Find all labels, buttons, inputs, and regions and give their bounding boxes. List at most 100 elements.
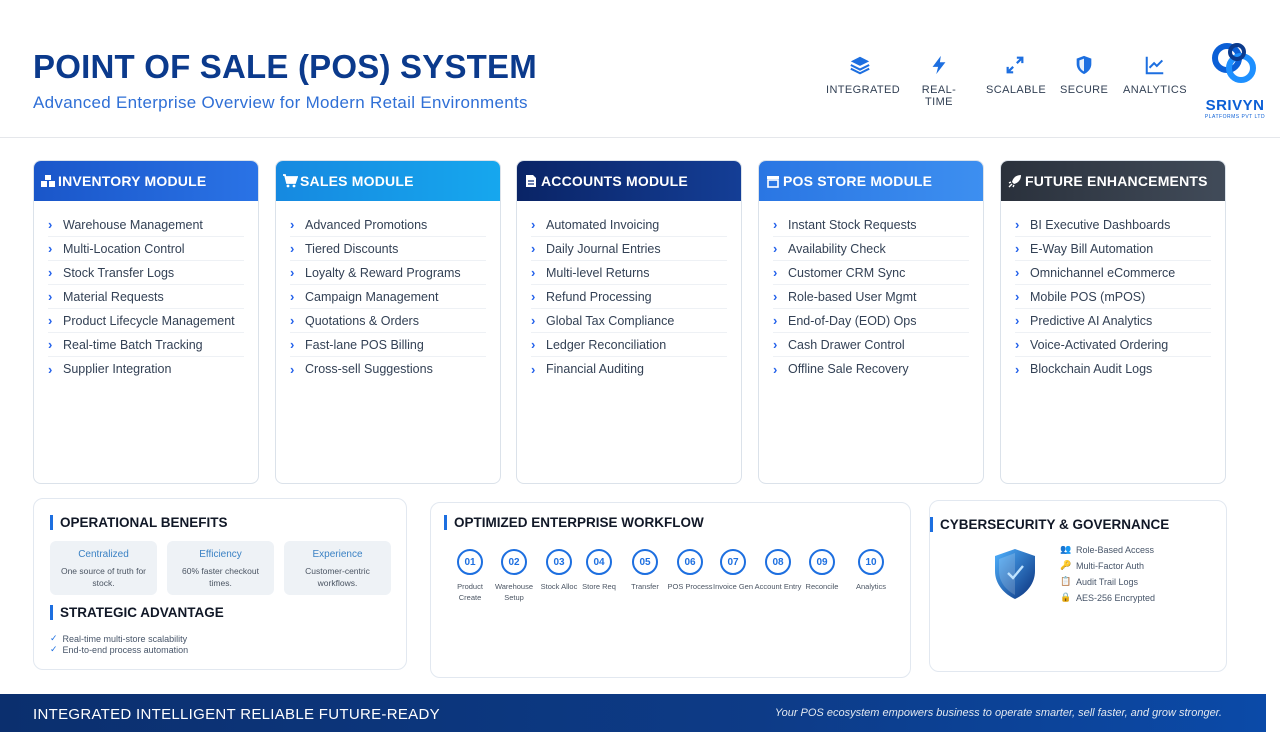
list-item: ›Tiered Discounts (290, 237, 486, 261)
step-label: Store Req (582, 582, 616, 591)
list-item: ›Blockchain Audit Logs (1015, 361, 1153, 377)
step-number: 04 (586, 549, 612, 575)
panel-title: OPERATIONAL BENEFITS (50, 515, 228, 530)
list-item: ›Warehouse Management (48, 213, 244, 237)
advantage-item: ✓ Real-time multi-store scalability (50, 633, 188, 644)
benefit-title: Experience (312, 549, 363, 560)
panel-title: CYBERSECURITY & GOVERNANCE (930, 517, 1169, 532)
boxes-icon (40, 173, 56, 189)
logo-brand: SRIVYN (1205, 97, 1265, 114)
module-future-enhancements: FUTURE ENHANCEMENTS ›BI Executive Dashbo… (1000, 160, 1226, 484)
chart-line-icon (1145, 56, 1164, 75)
list-item: ›Material Requests (48, 285, 244, 309)
chevron-right-icon: › (773, 289, 778, 304)
chevron-right-icon: › (773, 241, 778, 256)
list-item: ›Cross-sell Suggestions (290, 361, 433, 377)
step-label: Reconcile (805, 582, 839, 591)
module-header: FUTURE ENHANCEMENTS (1001, 161, 1225, 201)
chevron-right-icon: › (1015, 361, 1020, 377)
step-label: Warehouse Setup (494, 582, 534, 602)
chevron-right-icon: › (290, 217, 295, 232)
security-item: 📋Audit Trail Logs (1060, 576, 1139, 587)
page-title: POINT OF SALE (POS) SYSTEM (33, 48, 537, 85)
page-footer: INTEGRATED INTELLIGENT RELIABLE FUTURE-R… (0, 694, 1266, 732)
benefit-card: Centralized One source of truth for stoc… (50, 541, 157, 595)
accent-bar (50, 515, 53, 530)
feature-integrated: INTEGRATED (826, 54, 900, 96)
step-label: Transfer (631, 582, 659, 591)
clipboard-icon: 📋 (1060, 576, 1072, 586)
module-header: INVENTORY MODULE (34, 161, 258, 201)
chevron-right-icon: › (1015, 265, 1020, 280)
chevron-right-icon: › (290, 313, 295, 328)
security-shield-icon (995, 549, 1035, 599)
step-number: 09 (809, 549, 835, 575)
accent-bar (930, 517, 933, 532)
chevron-right-icon: › (1015, 217, 1020, 232)
feature-realtime: REAL-TIME (908, 54, 970, 108)
check-icon: ✓ (50, 633, 58, 643)
list-item: ›Voice-Activated Ordering (1015, 333, 1211, 357)
chevron-right-icon: › (531, 217, 536, 232)
module-header: POS STORE MODULE (759, 161, 983, 201)
benefit-desc: One source of truth for stock. (60, 566, 147, 588)
step-number: 10 (858, 549, 884, 575)
lock-icon: 🔒 (1060, 592, 1072, 602)
logo-tagline: PLATFORMS PVT LTD (1204, 114, 1266, 120)
panel-title: OPTIMIZED ENTERPRISE WORKFLOW (444, 515, 704, 530)
list-item: ›Automated Invoicing (531, 213, 727, 237)
module-title: SALES MODULE (300, 173, 414, 189)
cart-icon (282, 173, 298, 189)
users-icon: 👥 (1060, 544, 1072, 554)
step-number: 05 (632, 549, 658, 575)
list-item: ›Cash Drawer Control (773, 333, 969, 357)
step-number: 01 (457, 549, 483, 575)
list-item: ›Real-time Batch Tracking (48, 333, 244, 357)
chevron-right-icon: › (48, 337, 53, 352)
bolt-icon (932, 55, 946, 75)
module-title: FUTURE ENHANCEMENTS (1025, 173, 1208, 189)
chevron-right-icon: › (290, 361, 295, 377)
shield-icon (1076, 55, 1092, 75)
list-item: ›Instant Stock Requests (773, 213, 969, 237)
accent-bar (444, 515, 447, 530)
list-item: ›Quotations & Orders (290, 309, 486, 333)
chevron-right-icon: › (1015, 313, 1020, 328)
list-item: ›Mobile POS (mPOS) (1015, 285, 1211, 309)
chevron-right-icon: › (290, 337, 295, 352)
rocket-icon (1007, 173, 1023, 189)
chevron-right-icon: › (1015, 337, 1020, 352)
page-subtitle: Advanced Enterprise Overview for Modern … (33, 93, 528, 112)
list-item: ›Offline Sale Recovery (773, 361, 909, 377)
module-pos-store: POS STORE MODULE ›Instant Stock Requests… (758, 160, 984, 484)
module-title: POS STORE MODULE (783, 173, 933, 189)
footer-statement: Your POS ecosystem empowers business to … (774, 707, 1222, 719)
step-number: 02 (501, 549, 527, 575)
step-number: 08 (765, 549, 791, 575)
feature-secure: SECURE (1060, 54, 1108, 96)
benefit-desc: Customer-centric workflows. (305, 566, 370, 588)
list-item: ›Multi-level Returns (531, 261, 727, 285)
security-item: 🔑Multi-Factor Auth (1060, 560, 1145, 571)
chevron-right-icon: › (48, 313, 53, 328)
step-label: Product Create (457, 582, 483, 602)
list-item: ›Availability Check (773, 237, 969, 261)
chevron-right-icon: › (290, 289, 295, 304)
strategic-advantage-title: STRATEGIC ADVANTAGE (50, 605, 224, 620)
list-item: ›Customer CRM Sync (773, 261, 969, 285)
list-item: ›Multi-Location Control (48, 237, 244, 261)
step-number: 07 (720, 549, 746, 575)
feature-label: SECURE (1060, 84, 1109, 96)
feature-label: ANALYTICS (1123, 84, 1187, 96)
list-item: ›Supplier Integration (48, 361, 172, 377)
file-invoice-icon (523, 173, 539, 189)
chevron-right-icon: › (773, 265, 778, 280)
list-item: ›Ledger Reconciliation (531, 333, 727, 357)
chevron-right-icon: › (48, 361, 53, 377)
list-item: ›Loyalty & Reward Programs (290, 261, 486, 285)
feature-scalable: SCALABLE (986, 54, 1046, 96)
benefit-title: Efficiency (199, 549, 242, 560)
